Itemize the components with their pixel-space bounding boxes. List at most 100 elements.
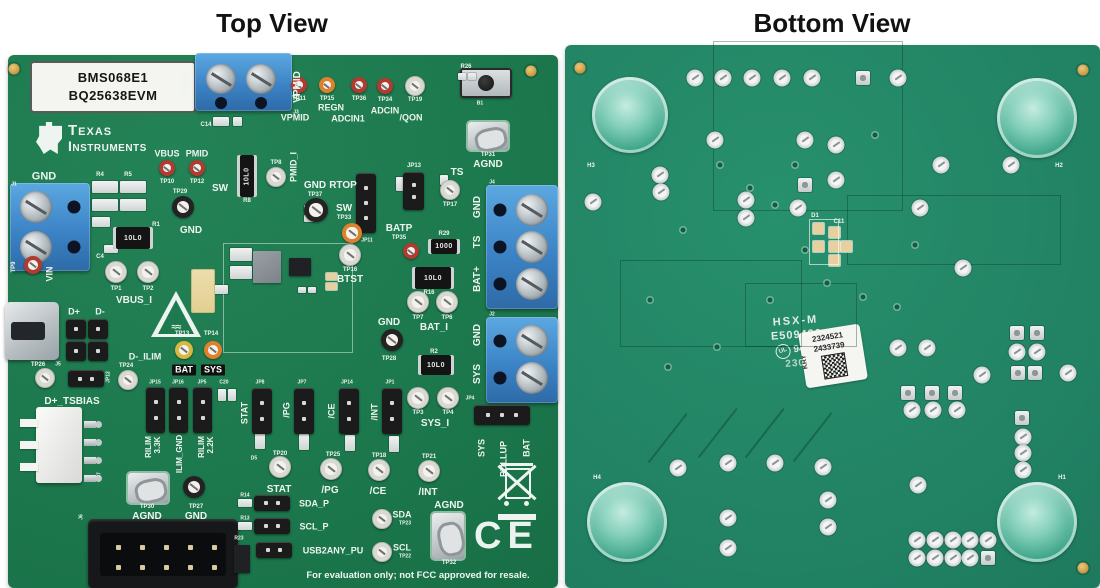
component — [120, 199, 146, 211]
jumper-pin — [176, 415, 181, 420]
via — [894, 304, 900, 310]
silkscreen-label: H3 — [587, 163, 595, 169]
silkscreen-label: R16 — [423, 290, 435, 296]
solder-pad — [918, 339, 936, 357]
unpopulated-pad — [829, 227, 840, 238]
component — [299, 434, 309, 450]
component — [298, 287, 306, 293]
silkscreen-label: TP20 — [272, 451, 288, 457]
test-point — [377, 78, 393, 94]
solder-pad — [719, 509, 737, 527]
jumper — [382, 388, 402, 434]
silkscreen-label: GND — [472, 323, 483, 347]
square-pad — [1010, 326, 1024, 340]
solder-pad — [924, 401, 942, 419]
via — [767, 297, 773, 303]
solder-pad — [706, 131, 724, 149]
ti-logo: Texas Instruments — [36, 113, 216, 163]
jumper-pin — [276, 524, 280, 528]
terminal-screw — [206, 64, 236, 94]
silkscreen-label: 3.3K — [153, 436, 162, 454]
jumper-pin — [347, 416, 351, 421]
connector-prong — [20, 419, 38, 427]
test-point — [418, 460, 440, 482]
solder-pad — [827, 171, 845, 189]
silkscreen-label: TP31 — [480, 152, 496, 158]
jumper — [66, 319, 86, 339]
idc-pin — [164, 545, 169, 550]
square-pad — [1028, 366, 1042, 380]
jumper-pin — [411, 182, 416, 187]
resistor: 10L0 — [113, 227, 153, 249]
test-point — [24, 256, 42, 274]
loop-test-point — [432, 513, 464, 559]
silkscreen-label: B1 — [476, 100, 484, 107]
terminal-hole — [493, 240, 507, 254]
component — [396, 177, 404, 191]
silkscreen-label: J5 — [55, 361, 61, 368]
ti-logo-line1: Texas — [68, 121, 113, 139]
resistor: 1000 — [428, 239, 460, 254]
silkscreen-label: D1 — [811, 213, 819, 219]
silkscreen-label: TP1 — [110, 286, 122, 292]
silkscreen-label: GND — [184, 511, 208, 522]
silkscreen-label: SYS — [472, 363, 483, 385]
jumper-pin — [276, 501, 280, 505]
silkscreen-label: SDA — [392, 509, 412, 520]
component — [104, 245, 118, 253]
silkscreen-label: /CE — [326, 403, 337, 419]
terminal-block-j4 — [486, 185, 558, 309]
silkscreen-label: BTST — [336, 274, 364, 285]
test-point — [204, 341, 222, 359]
terminal-block-j2 — [486, 317, 558, 403]
jumper-pin — [364, 186, 368, 190]
silkscreen-label: JP13 — [406, 163, 422, 169]
silkscreen-label: SYS_I — [420, 418, 450, 429]
idc-connector-j6 — [88, 519, 238, 588]
pcb-bottom-view: HSX-M E509426 UL 94V-0 2306 KRY 2324521 … — [565, 41, 1100, 588]
jumper-pin — [514, 413, 518, 417]
silkscreen-label: VPMID — [292, 71, 303, 103]
jumper-pin — [390, 401, 394, 406]
silkscreen-label: TS — [472, 235, 483, 249]
solder-pad — [652, 183, 670, 201]
trace-outline — [713, 41, 903, 211]
silkscreen-label: JP4 — [465, 395, 475, 402]
loop-test-point — [128, 473, 168, 503]
solder-pad — [814, 458, 832, 476]
silkscreen-label: TP28 — [381, 356, 397, 362]
terminal-block-j1 — [10, 183, 90, 271]
test-point — [319, 77, 335, 93]
silkscreen-label: R8 — [243, 198, 251, 204]
trace-line — [744, 408, 785, 459]
component — [120, 181, 146, 193]
resistor: 10L0 — [237, 155, 257, 197]
jumper — [88, 341, 108, 361]
solder-pad — [948, 401, 966, 419]
solder-pad — [827, 136, 845, 154]
test-point — [35, 368, 55, 388]
silkscreen-label: GND — [179, 225, 203, 236]
test-point — [405, 76, 425, 96]
silkscreen-label: JP5 — [197, 379, 207, 386]
solder-pad — [908, 531, 926, 549]
test-point — [342, 223, 362, 243]
terminal-hole — [493, 334, 507, 348]
solder-pad — [737, 191, 755, 209]
component — [228, 389, 236, 401]
fiducial — [1077, 562, 1089, 574]
silkscreen-label: TP37 — [307, 192, 323, 198]
solder-pad — [908, 549, 926, 567]
silkscreen-label: RILIM — [144, 436, 153, 458]
via — [717, 162, 723, 168]
silkscreen-label: TP3 — [412, 410, 424, 416]
connector-pin — [84, 439, 102, 446]
silkscreen-label: JP11 — [361, 237, 373, 244]
silkscreen-label: R23 — [234, 535, 244, 542]
silkscreen-label: VBUS_I — [115, 295, 153, 306]
eval-notice: For evaluation only; not FCC approved fo… — [306, 570, 530, 581]
component — [440, 175, 448, 185]
solder-pad — [719, 539, 737, 557]
via — [912, 242, 918, 248]
silkscreen-label: PMID — [185, 148, 209, 159]
